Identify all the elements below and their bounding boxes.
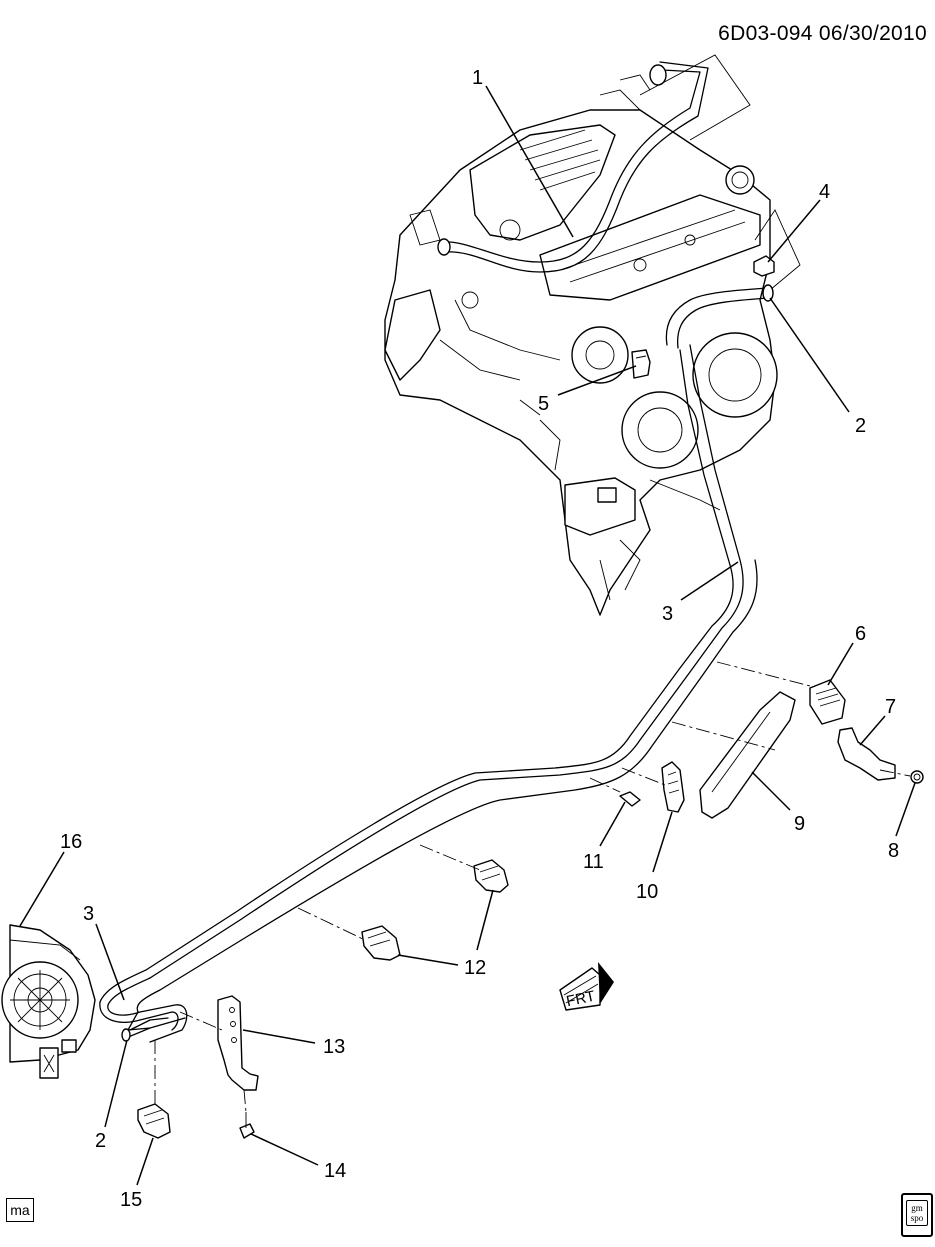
callout-12: 12 xyxy=(464,957,486,979)
gm-spo-logo: gm spo xyxy=(901,1193,933,1237)
part-10-clip xyxy=(661,761,685,813)
leader-lines xyxy=(19,85,916,1186)
callout-16: 16 xyxy=(60,831,82,853)
callout-7: 7 xyxy=(885,696,896,718)
frt-label: FRT xyxy=(565,988,597,1011)
callout-1: 1 xyxy=(472,67,483,89)
part-13-bracket xyxy=(217,995,259,1091)
callout-numbers: 1 2 2 3 3 4 5 6 7 8 9 10 11 12 13 14 15 … xyxy=(60,67,899,1211)
part-6-retainer xyxy=(809,679,846,725)
part-7-bracket xyxy=(837,727,896,781)
callout-2-upper: 2 xyxy=(855,415,866,437)
front-direction-indicator: FRT xyxy=(559,962,614,1011)
part-8-bolt xyxy=(910,770,924,784)
reference-outline-1 xyxy=(639,54,751,141)
part-12-retainers xyxy=(361,859,509,961)
diagram-reference-number: 6D03-094 06/30/2010 xyxy=(718,22,927,45)
callout-3-upper: 3 xyxy=(662,603,673,625)
part-2-upper-hose xyxy=(665,284,774,566)
callout-4: 4 xyxy=(819,181,830,203)
part-9-heat-shield xyxy=(699,691,796,819)
reference-outline-4 xyxy=(754,209,801,291)
callout-3-lower: 3 xyxy=(83,903,94,925)
callout-13: 13 xyxy=(323,1036,345,1058)
callout-2-lower: 2 xyxy=(95,1130,106,1152)
part-15-retainer xyxy=(137,1103,171,1139)
callout-5: 5 xyxy=(538,393,549,415)
callout-11: 11 xyxy=(583,851,604,873)
part-5-clip xyxy=(631,349,651,379)
callout-8: 8 xyxy=(888,840,899,862)
callout-14: 14 xyxy=(324,1160,346,1182)
part-3-pipe-assembly xyxy=(99,559,758,1043)
part-2-lower-hose xyxy=(121,1017,169,1042)
callout-15: 15 xyxy=(120,1189,142,1211)
callout-6: 6 xyxy=(855,623,866,645)
callout-10: 10 xyxy=(636,881,658,903)
part-11-clip xyxy=(619,791,641,807)
part-16-fuel-tank xyxy=(1,924,96,1079)
part-1-vapor-pipe xyxy=(437,61,709,273)
part-14-bolt xyxy=(239,1112,255,1139)
alignment-lines xyxy=(154,661,911,1113)
engine-assembly xyxy=(384,74,778,616)
logo-text-spo: spo xyxy=(910,1213,924,1223)
corner-badge-ma: ma xyxy=(6,1198,34,1222)
callout-9: 9 xyxy=(794,813,805,835)
logo-text-gm: gm xyxy=(911,1203,923,1213)
